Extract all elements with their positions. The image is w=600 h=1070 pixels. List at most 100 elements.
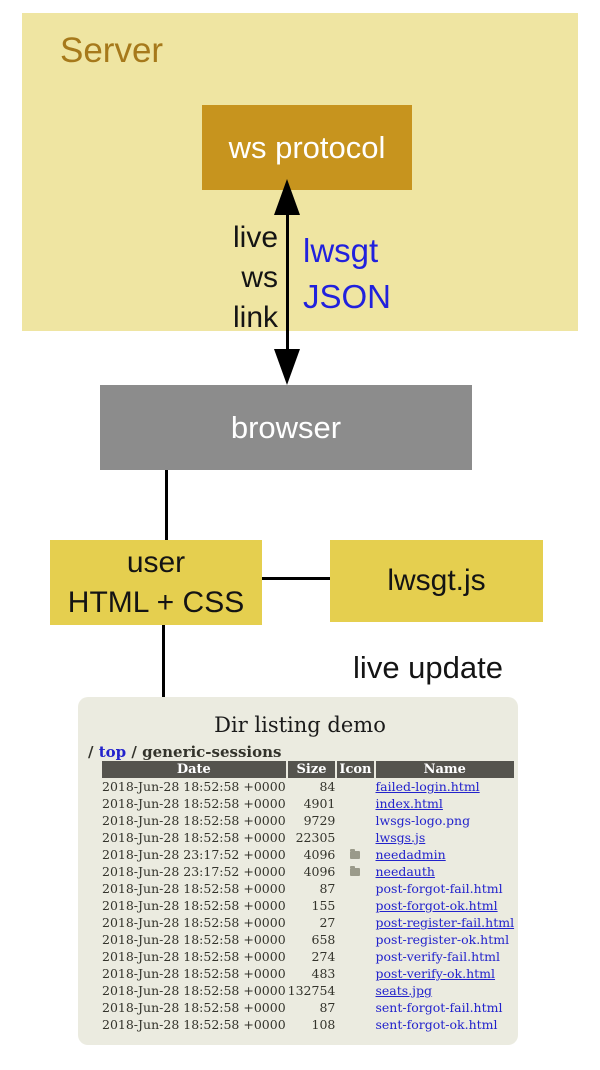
cell-name: post-register-fail.html: [376, 914, 515, 931]
breadcrumb-separator: /: [131, 743, 137, 761]
column-header-name: Name: [375, 761, 515, 778]
table-row: 2018-Jun-28 18:52:58 +0000 132754 seats.…: [102, 982, 514, 999]
browser-label: browser: [230, 409, 342, 445]
table-row: 2018-Jun-28 18:52:58 +0000 274 post-veri…: [102, 948, 514, 965]
cell-name: index.html: [376, 795, 515, 812]
cell-name: post-register-ok.html: [376, 931, 515, 948]
cell-name: needauth: [376, 863, 515, 880]
cell-name: needadmin: [376, 846, 515, 863]
cell-date: 2018-Jun-28 18:52:58 +0000: [102, 915, 286, 930]
cell-date: 2018-Jun-28 23:17:52 +0000: [102, 847, 286, 862]
lwsgt-js-box: lwsgt.js: [330, 540, 543, 622]
cell-name: seats.jpg: [376, 982, 515, 999]
cell-icon: [337, 846, 373, 863]
dir-table: Date Size Icon Name 2018-Jun-28 18:52:58…: [100, 761, 516, 1033]
folder-icon: [350, 849, 361, 859]
ws-protocol-label: ws protocol: [228, 129, 386, 165]
cell-size: 27: [319, 915, 336, 930]
cell-size: 4096: [303, 864, 336, 879]
user-panel-connector: [162, 625, 165, 697]
ws-link-arrow: [286, 205, 289, 355]
live-update-label: live update: [353, 650, 503, 685]
cell-size: 658: [311, 932, 336, 947]
ws-protocol-box: ws protocol: [202, 105, 412, 190]
table-row: 2018-Jun-28 18:52:58 +0000 87 sent-forgo…: [102, 999, 514, 1016]
file-link[interactable]: failed-login.html: [375, 779, 480, 794]
lwsgt-js-label: lwsgt.js: [387, 564, 486, 597]
cell-icon: [337, 931, 373, 948]
cell-date: 2018-Jun-28 18:52:58 +0000: [102, 779, 286, 794]
cell-date: 2018-Jun-28 23:17:52 +0000: [102, 864, 286, 879]
cell-icon: [337, 1016, 373, 1033]
breadcrumb: / top / generic-sessions: [88, 743, 281, 761]
cell-name: post-verify-fail.html: [376, 948, 515, 965]
cell-name: failed-login.html: [376, 778, 515, 795]
breadcrumb-current: generic-sessions: [142, 743, 282, 761]
cell-size: 155: [311, 898, 336, 913]
cell-icon: [337, 965, 373, 982]
cell-icon: [337, 829, 373, 846]
cell-icon: [337, 948, 373, 965]
cell-date: 2018-Jun-28 18:52:58 +0000: [102, 881, 286, 896]
table-header-row: Date Size Icon Name: [102, 761, 515, 778]
arrow-head-down: [274, 349, 300, 385]
file-link[interactable]: lwsgs-logo.png: [375, 813, 471, 828]
cell-date: 2018-Jun-28 18:52:58 +0000: [102, 932, 286, 947]
folder-icon: [350, 866, 361, 876]
breadcrumb-top-link[interactable]: top: [98, 743, 127, 761]
file-link[interactable]: post-verify-fail.html: [375, 949, 501, 964]
live-ws-link-label: live ws link: [232, 221, 278, 334]
cell-size: 108: [311, 1017, 336, 1032]
cell-size: 87: [319, 881, 336, 896]
table-row: 2018-Jun-28 18:52:58 +0000 4901 index.ht…: [102, 795, 514, 812]
cell-name: post-verify-ok.html: [376, 965, 515, 982]
user-box-line2: HTML + CSS: [67, 585, 245, 619]
cell-name: lwsgs.js: [376, 829, 515, 846]
cell-name: post-forgot-ok.html: [376, 897, 515, 914]
file-link[interactable]: post-verify-ok.html: [375, 966, 496, 981]
dir-listing-title: Dir listing demo: [214, 713, 386, 737]
user-lwsgtjs-connector: [262, 577, 330, 580]
cell-size: 84: [319, 779, 336, 794]
file-link[interactable]: sent-forgot-fail.html: [375, 1000, 503, 1015]
cell-date: 2018-Jun-28 18:52:58 +0000: [102, 796, 286, 811]
cell-name: sent-forgot-fail.html: [376, 999, 515, 1016]
file-link[interactable]: needauth: [375, 864, 435, 879]
file-link[interactable]: needadmin: [375, 847, 446, 862]
dir-listing-panel: Dir listing demo / top / generic-session…: [78, 697, 518, 1045]
cell-size: 87: [319, 1000, 336, 1015]
table-row: 2018-Jun-28 18:52:58 +0000 658 post-regi…: [102, 931, 514, 948]
browser-box: browser: [100, 385, 472, 470]
server-panel: Server ws protocol: [22, 13, 578, 331]
table-row: 2018-Jun-28 18:52:58 +0000 84 failed-log…: [102, 778, 514, 795]
file-link[interactable]: post-register-ok.html: [375, 932, 510, 947]
cell-date: 2018-Jun-28 18:52:58 +0000: [102, 1000, 286, 1015]
table-row: 2018-Jun-28 18:52:58 +0000 22305 lwsgs.j…: [102, 829, 514, 846]
cell-size: 274: [311, 949, 336, 964]
table-row: 2018-Jun-28 18:52:58 +0000 108 sent-forg…: [102, 1016, 514, 1033]
table-row: 2018-Jun-28 18:52:58 +0000 87 post-forgo…: [102, 880, 514, 897]
file-link[interactable]: post-forgot-ok.html: [375, 898, 498, 913]
table-row: 2018-Jun-28 23:17:52 +0000 4096 needadmi…: [102, 846, 514, 863]
column-header-icon: Icon: [337, 761, 374, 778]
column-header-date: Date: [102, 761, 286, 778]
cell-size: 4901: [303, 796, 336, 811]
cell-icon: [337, 982, 373, 999]
cell-date: 2018-Jun-28 18:52:58 +0000: [102, 966, 286, 981]
cell-date: 2018-Jun-28 18:52:58 +0000: [102, 813, 286, 828]
column-header-size: Size: [287, 761, 336, 778]
cell-size: 483: [311, 966, 336, 981]
cell-date: 2018-Jun-28 18:52:58 +0000: [102, 830, 286, 845]
cell-name: post-forgot-fail.html: [376, 880, 515, 897]
cell-date: 2018-Jun-28 18:52:58 +0000: [102, 983, 286, 998]
file-link[interactable]: post-register-fail.html: [375, 915, 515, 930]
file-link[interactable]: post-forgot-fail.html: [375, 881, 503, 896]
file-link[interactable]: seats.jpg: [375, 983, 433, 998]
cell-icon: [337, 812, 373, 829]
cell-size: 22305: [295, 830, 336, 845]
file-link[interactable]: lwsgs.js: [375, 830, 426, 845]
file-link[interactable]: sent-forgot-ok.html: [375, 1017, 498, 1032]
table-row: 2018-Jun-28 18:52:58 +0000 9729 lwsgs-lo…: [102, 812, 514, 829]
cell-icon: [337, 897, 373, 914]
file-link[interactable]: index.html: [375, 796, 443, 811]
